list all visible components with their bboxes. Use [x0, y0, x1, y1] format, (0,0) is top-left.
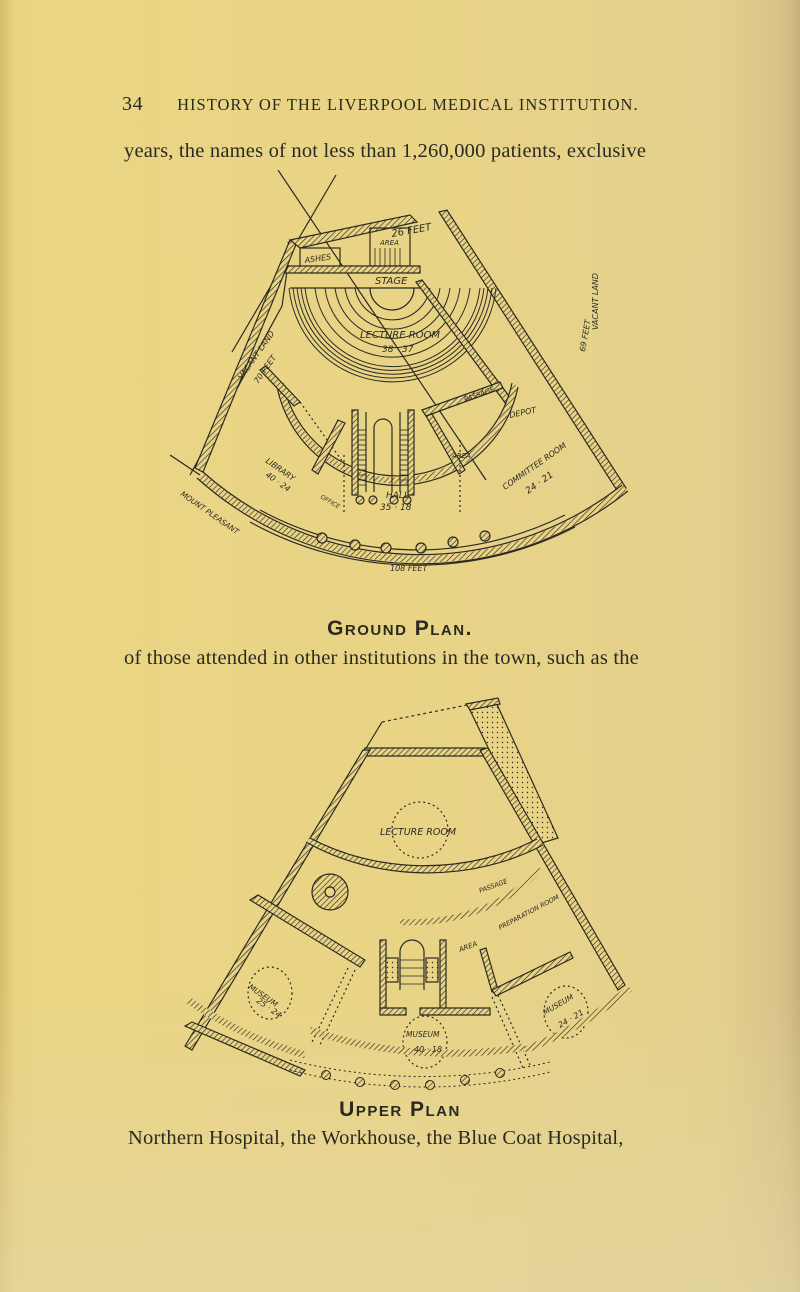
label-office: OFFICE	[319, 494, 341, 511]
label-ashes: ASHES	[303, 252, 332, 265]
upper-plan-caption-text: Upper Plan	[339, 1098, 461, 1121]
ground-plan-drawing: 26 FEET ASHES AREA STAGE LECTURE ROOM 38…	[170, 170, 629, 573]
upper-plan-drawing: LECTURE ROOM PASSAGE PREPARATION ROOM AR…	[183, 697, 633, 1090]
label-vacant-land-right-dims: 69 FEET	[578, 318, 593, 352]
label-hall-dims: 35 · 18	[380, 503, 412, 513]
label-passage-upper: PASSAGE	[478, 877, 509, 895]
body-text-line-3: Northern Hospital, the Workhouse, the Bl…	[128, 1127, 624, 1149]
label-depot: DEPOT	[509, 405, 539, 420]
ground-plan-caption: Ground Plan.	[0, 617, 800, 641]
label-lecture-room-upper: LECTURE ROOM	[380, 827, 456, 838]
label-passage: PASSAGE	[463, 385, 496, 404]
label-lecture-room: LECTURE ROOM	[360, 330, 440, 341]
ground-plan-caption-text: Ground Plan.	[327, 617, 473, 640]
running-header: 34 HISTORY OF THE LIVERPOOL MEDICAL INST…	[122, 93, 682, 116]
label-stage: STAGE	[375, 276, 408, 287]
label-lecture-room-dims: 38 · 37	[382, 345, 414, 355]
running-title: HISTORY OF THE LIVERPOOL MEDICAL INSTITU…	[177, 95, 639, 114]
label-area-upper: AREA	[457, 940, 479, 954]
body-text-line-1: years, the names of not less than 1,260,…	[124, 140, 647, 162]
page-edge-shadow-right	[790, 0, 800, 1292]
label-108-feet: 108 FEET	[390, 564, 429, 573]
label-area-top: AREA	[379, 239, 399, 247]
paper-fade	[0, 992, 800, 1292]
label-hall: HALL	[386, 491, 409, 501]
page-number: 34	[122, 93, 144, 115]
body-text-line-2: of those attended in other institutions …	[124, 647, 639, 669]
label-area-mid: AREA	[451, 452, 471, 460]
page-edge-shadow-left	[0, 0, 14, 1292]
label-museum-center: MUSEUM	[406, 1030, 440, 1039]
label-museum-center-dims: 40 · 18	[414, 1045, 442, 1054]
label-vacant-land-right: VACANT LAND	[591, 273, 600, 330]
upper-plan-caption: Upper Plan	[0, 1098, 800, 1122]
